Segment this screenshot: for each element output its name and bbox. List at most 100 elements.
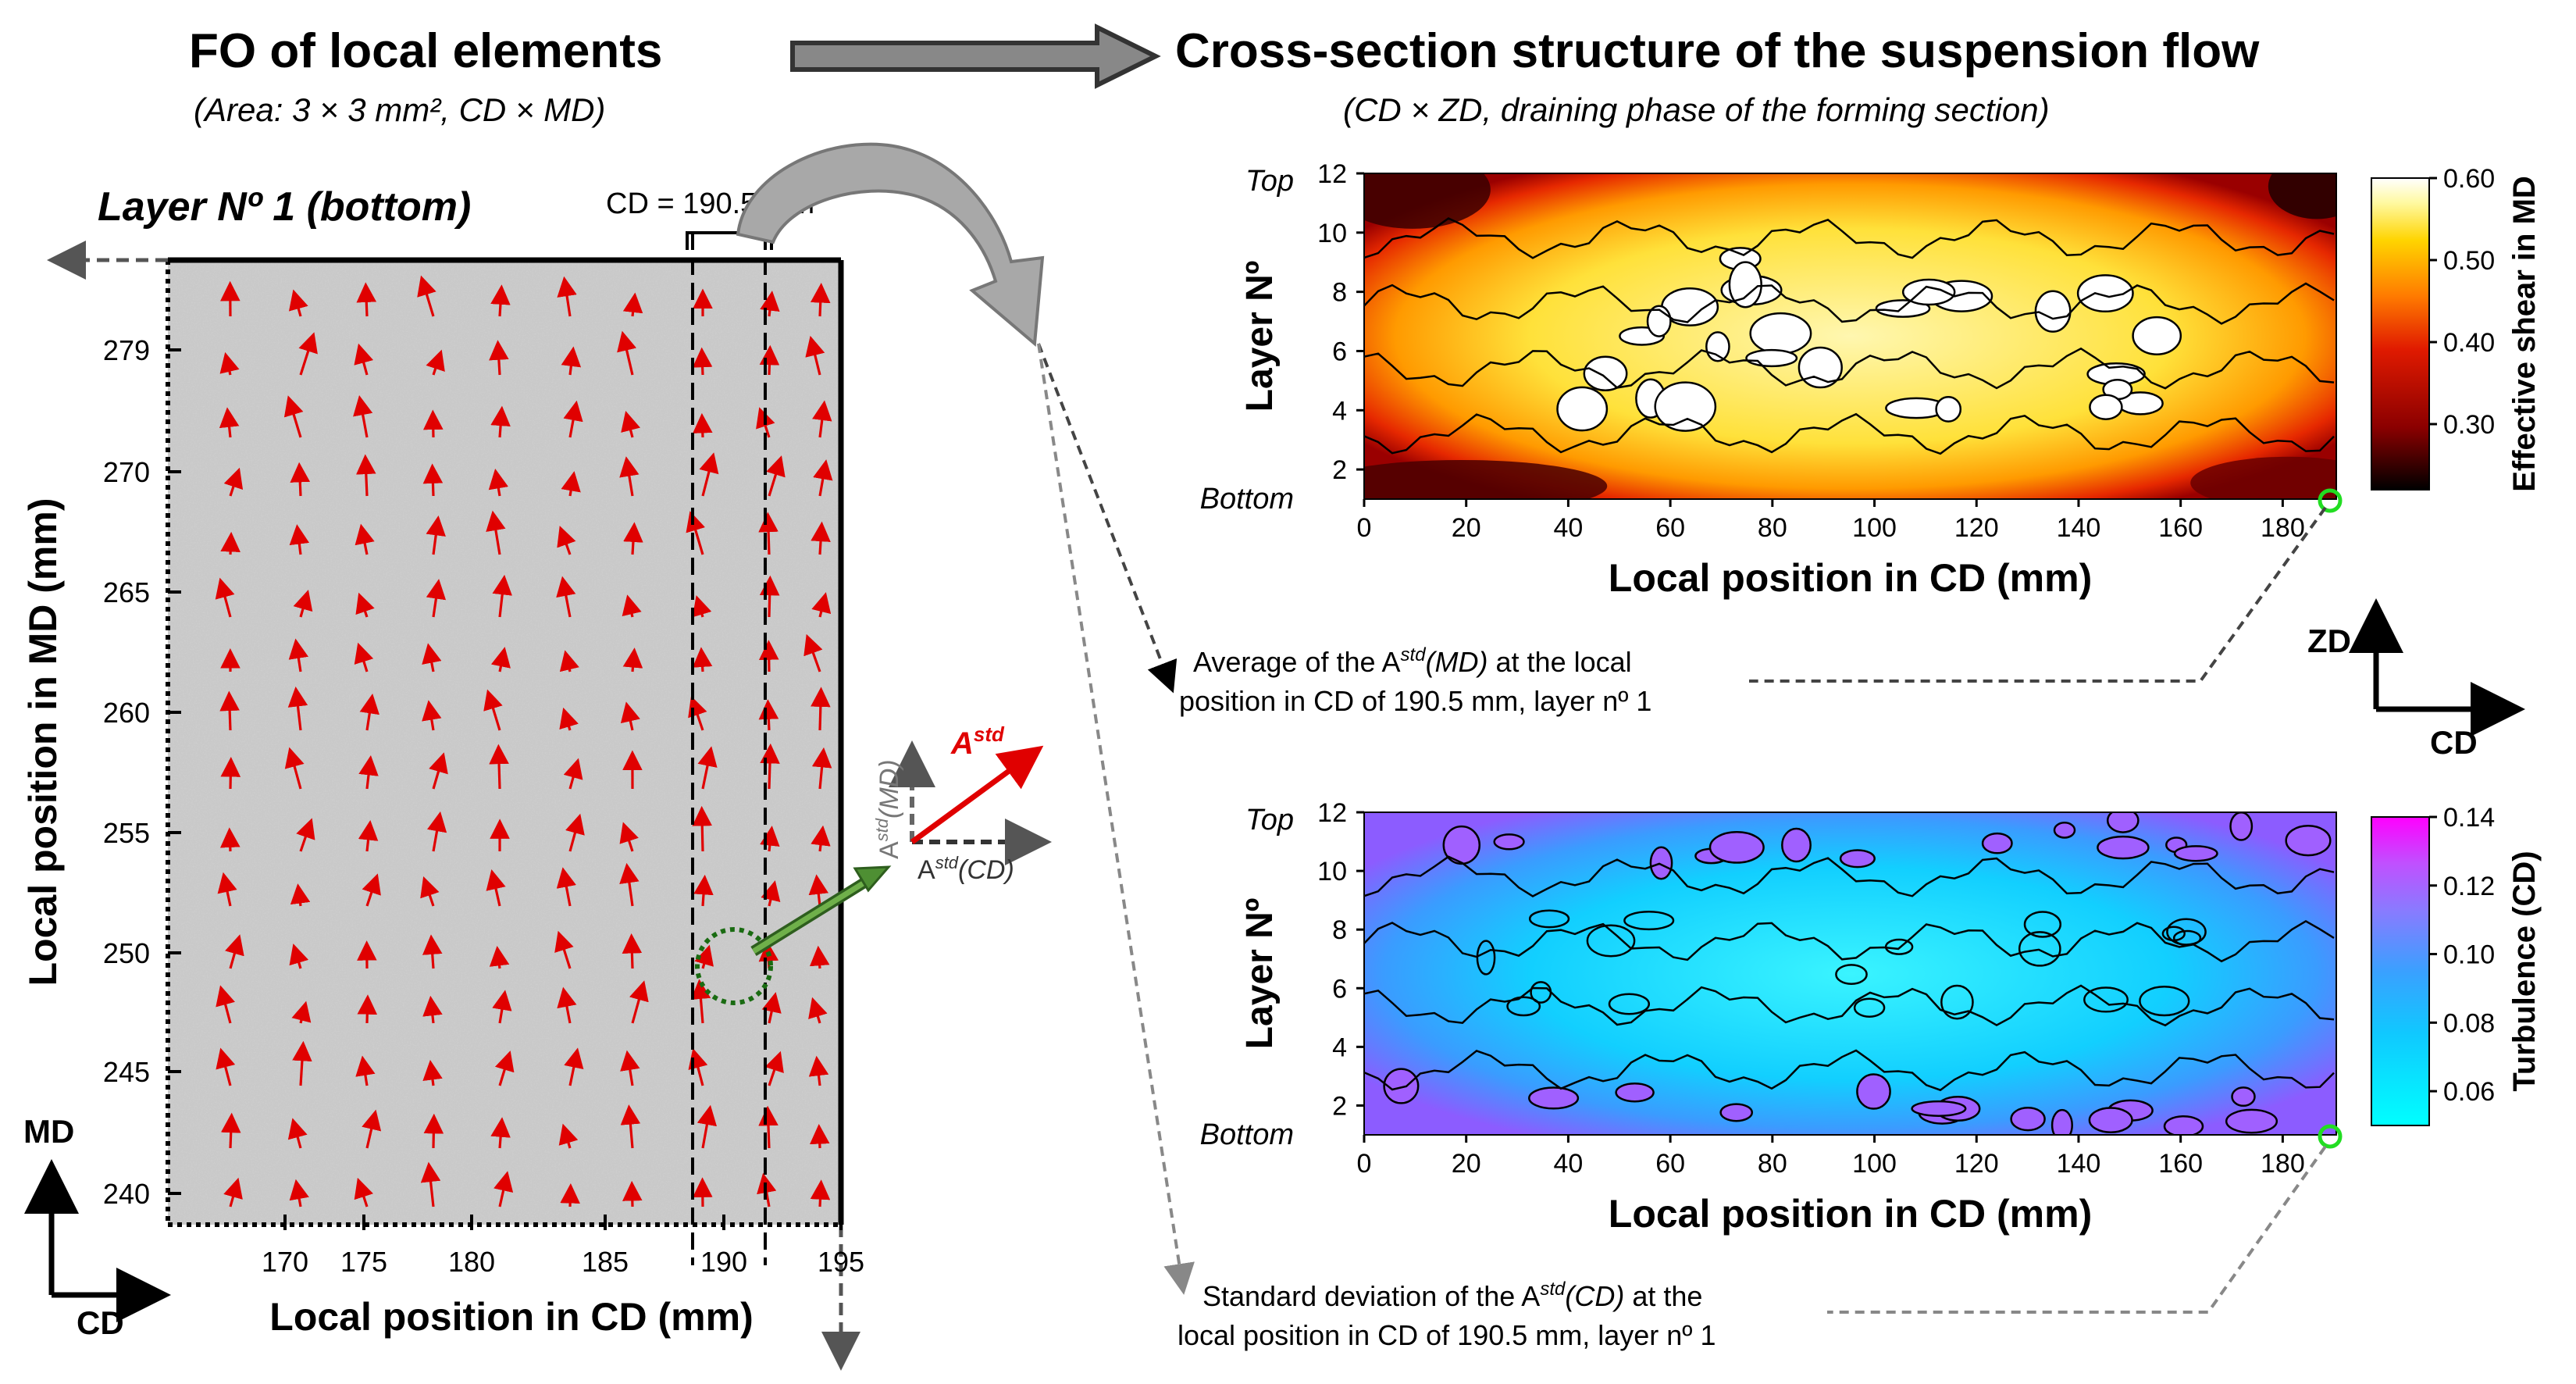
fiber-vector [355,1055,376,1086]
fiber-vector [811,825,831,852]
fiber-vector [490,405,511,438]
left-x-tick-label: 195 [818,1246,864,1278]
fiber-vector [619,456,640,497]
fiber-vector [289,943,309,969]
fiber-vector [422,995,443,1024]
fiber-vector [288,638,308,672]
field-contour-loop [1528,909,1570,929]
plot-frame [1363,173,2337,500]
md-cd-orientation-axes [24,1159,171,1322]
fiber-vector [758,699,779,731]
contour-line [1364,412,2335,455]
colorbar-tick-label: 0.14 [2443,803,2495,833]
fiber-vector [758,1105,779,1149]
fiber-vector [758,640,779,672]
fiber-vector [493,1171,514,1207]
fiber-vector [362,873,381,907]
y-tick-label: 8 [1332,915,1347,945]
field-contour-island [2089,394,2123,420]
fiber-vector [622,594,642,618]
left-title: FO of local elements [189,24,662,78]
fiber-vector [619,822,639,852]
fiber-vector [693,412,713,438]
y-tick-label: 4 [1332,396,1347,426]
field-contour-island [1901,278,1956,306]
fiber-vector [811,687,831,731]
x-tick-label: 120 [1954,1149,1999,1179]
curved-transfer-arrow [736,142,1045,348]
fiber-orientation-vectors [215,275,833,1207]
colorbar-tick-label: 0.06 [2443,1077,2495,1107]
top-annotation-line2: position in CD of 190.5 mm, layer nº 1 [1179,685,1651,717]
left-y-tick-label: 279 [103,334,150,366]
field-contour-island [1911,1100,1967,1117]
fiber-vector [764,1050,784,1086]
fiber-vector [688,696,707,731]
heatmap-xlabel: Local position in CD (mm) [1609,556,2092,600]
fiber-vector [483,689,503,731]
colorbar-tick-label: 0.12 [2443,872,2495,901]
fiber-vector [359,693,379,731]
left-y-tick-label: 265 [103,576,150,608]
fiber-vector [490,1117,511,1149]
fiber-vector [423,1113,444,1149]
field-contour-loop [1506,996,1541,1017]
field-contour-island [2229,812,2254,841]
orient-cd-label: CD [77,1304,124,1341]
fiber-vector [758,512,779,555]
left-y-tick-label: 245 [103,1056,150,1088]
fiber-vector [492,574,512,618]
fiber-vector [565,813,585,852]
fiber-vector [296,818,315,852]
fiber-vector [692,595,712,618]
layer-image [168,260,841,1225]
fiber-vector [287,687,308,731]
fiber-vector [561,346,582,376]
left-x-tick-label: 190 [700,1246,747,1278]
vector-decomposition [889,740,1052,865]
field-contour-loop [2139,985,2190,1017]
fiber-vector [759,344,780,376]
field-contour-island [2050,1108,2073,1135]
y-top-label: Top [1245,165,1294,198]
field-contour-loop [2083,986,2129,1013]
fiber-vector [358,820,379,852]
x-tick-label: 20 [1452,513,1481,543]
field-contour-loop [2018,931,2061,967]
x-tick-label: 180 [2261,1149,2305,1179]
fiber-vector [290,883,311,907]
field-contour-island [2225,1108,2278,1134]
field-dark-spot [2268,173,2336,219]
fiber-vector [223,467,244,497]
field-dark-spot [1364,173,1491,229]
fiber-vector [283,395,304,438]
field-contour-island [1654,381,1717,432]
fiber-vector [354,642,374,672]
field-contour-island [2163,1115,2204,1135]
fiber-vector [556,576,576,618]
left-ylabel: Local position in MD (mm) [21,498,65,986]
x-tick-label: 20 [1452,1149,1481,1179]
fiber-vector [489,744,509,790]
orient-md-label: MD [23,1113,74,1150]
contour-line [1364,984,2335,1027]
fiber-vector [417,275,436,317]
field-contour-loop [2023,911,2062,938]
y-bottom-label: Bottom [1200,1118,1294,1151]
field-contour-island [2173,845,2218,862]
fiber-vector [559,650,579,672]
fiber-vector [356,282,377,317]
y-tick-label: 2 [1332,1091,1347,1121]
fiber-vector [355,592,375,618]
fiber-vector [561,471,581,497]
bottom-annotation-line2: local position in CD of 190.5 mm, layer … [1178,1319,1716,1351]
colorbar-tick-label: 0.60 [2443,164,2495,194]
fiber-vector [810,1179,831,1207]
fiber-vector [219,407,240,438]
fiber-vector [291,1001,312,1024]
highlight-point [2318,488,2343,513]
field-contour-island [1856,1073,1891,1110]
